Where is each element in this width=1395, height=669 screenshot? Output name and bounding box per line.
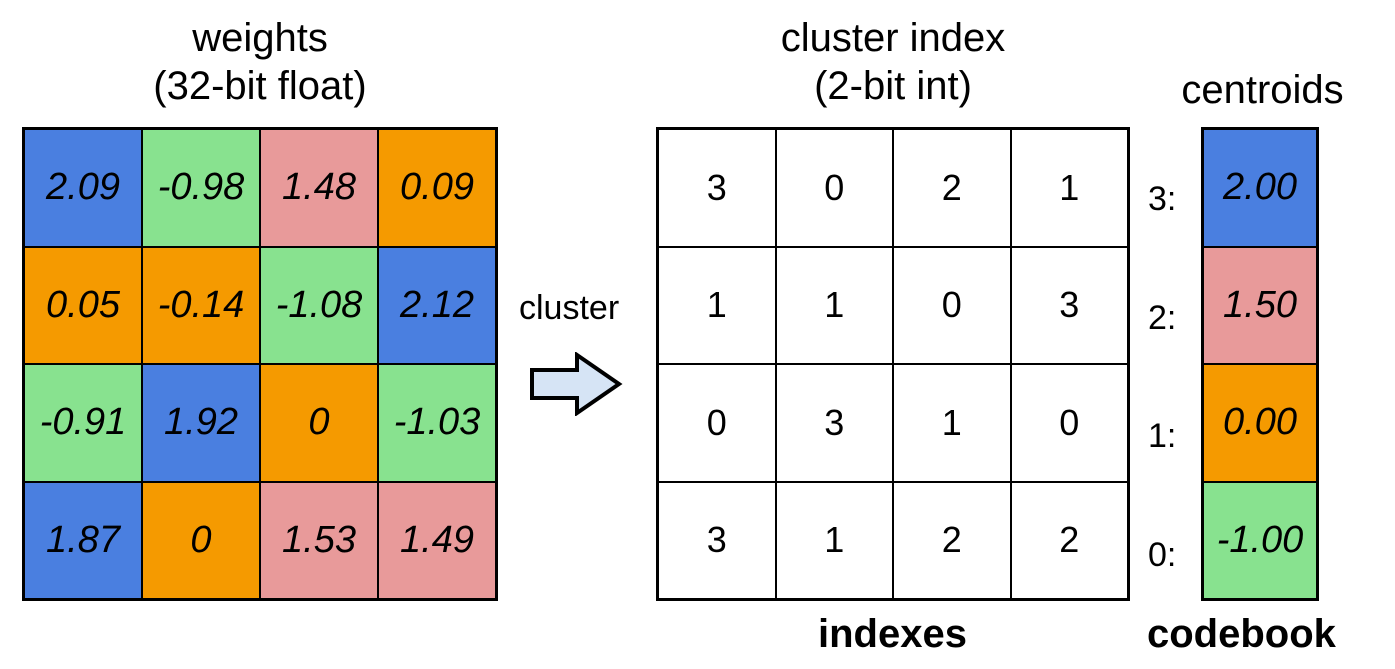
weight-cell: 2.12	[378, 246, 496, 364]
weight-cell: 0.09	[378, 129, 496, 247]
weight-cell: 2.09	[24, 129, 142, 247]
cluster-index-title-line1: cluster index	[780, 16, 1006, 60]
centroid-cell: 2.00	[1203, 129, 1317, 247]
cluster-index-title: cluster index (2-bit int)	[656, 14, 1130, 110]
cluster-index-cell: 3	[775, 364, 893, 482]
cluster-label: cluster	[519, 289, 620, 327]
weight-cell: 0.05	[24, 246, 142, 364]
cluster-index-cell: 2	[893, 481, 1011, 599]
centroid-index-label: 2:	[1148, 298, 1177, 337]
weight-cell: 0	[142, 481, 260, 599]
centroid-cell: 1.50	[1203, 246, 1317, 364]
weights-title-line1: weights	[192, 16, 328, 60]
cluster-index-cell: 3	[1010, 246, 1128, 364]
weight-cell: 1.87	[24, 481, 142, 599]
cluster-index-cell: 0	[658, 364, 776, 482]
centroids-title: centroids	[1181, 68, 1344, 112]
centroid-cell: 0.00	[1203, 364, 1317, 482]
weights-title-line2: (32-bit float)	[153, 64, 367, 108]
cluster-index-cell: 1	[893, 364, 1011, 482]
weight-cell: -1.08	[260, 246, 378, 364]
weight-cell: 0	[260, 364, 378, 482]
weight-cell: -0.91	[24, 364, 142, 482]
cluster-index-cell: 0	[775, 129, 893, 247]
centroid-cell: -1.00	[1203, 481, 1317, 599]
weight-cell: -0.14	[142, 246, 260, 364]
cluster-index-cell: 0	[1010, 364, 1128, 482]
cluster-index-cell: 2	[1010, 481, 1128, 599]
weight-cell: 1.49	[378, 481, 496, 599]
cluster-index-cell: 1	[658, 246, 776, 364]
centroid-index-label: 0:	[1148, 535, 1177, 574]
indexes-caption: indexes	[818, 612, 967, 656]
cluster-index-cell: 3	[658, 129, 776, 247]
weight-cell: 1.53	[260, 481, 378, 599]
cluster-index-cell: 1	[775, 481, 893, 599]
cluster-index-cell: 2	[893, 129, 1011, 247]
weights-title: weights (32-bit float)	[22, 14, 498, 110]
cluster-index-cell: 1	[775, 246, 893, 364]
weight-cell: 1.92	[142, 364, 260, 482]
centroid-index-label: 3:	[1148, 180, 1177, 219]
weight-cell: -0.98	[142, 129, 260, 247]
codebook-caption: codebook	[1147, 612, 1336, 656]
cluster-index-cell: 1	[1010, 129, 1128, 247]
weight-cell: 1.48	[260, 129, 378, 247]
cluster-index-cell: 3	[658, 481, 776, 599]
weight-cell: -1.03	[378, 364, 496, 482]
centroid-index-label: 1:	[1148, 417, 1177, 456]
right-arrow-icon	[530, 352, 623, 416]
cluster-index-cell: 0	[893, 246, 1011, 364]
cluster-index-title-line2: (2-bit int)	[814, 64, 972, 108]
